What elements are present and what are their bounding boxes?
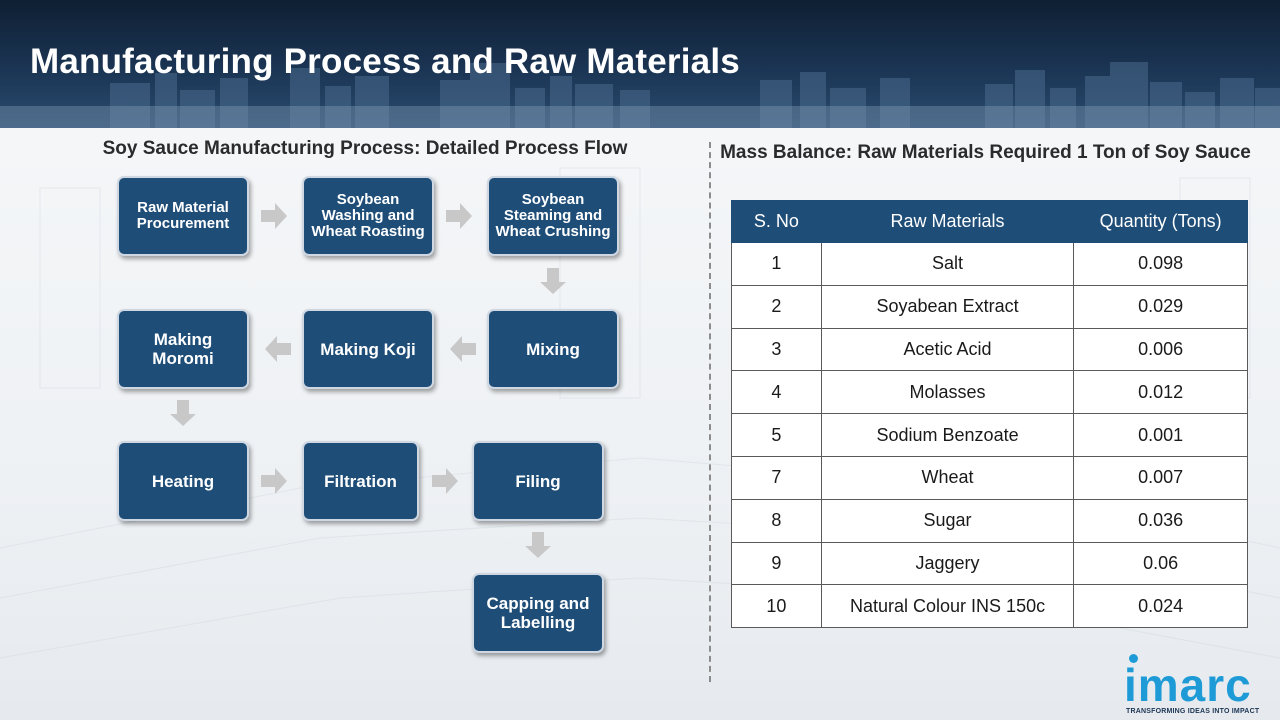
cell-quantity: 0.06 xyxy=(1073,541,1248,586)
arrow-down-icon xyxy=(168,398,198,428)
table-header-row: S. No Raw Materials Quantity (Tons) xyxy=(731,200,1248,243)
cell-sno: 10 xyxy=(731,584,822,629)
cell-sno: 8 xyxy=(731,498,822,543)
step-capping-labelling: Capping and Labelling xyxy=(472,573,604,653)
table-row: 4 Molasses 0.012 xyxy=(731,370,1248,415)
step-filing: Filing xyxy=(472,441,604,521)
arrow-left-icon xyxy=(263,334,293,364)
step-heating: Heating xyxy=(117,441,249,521)
imarc-logo: imarc TRANSFORMING IDEAS INTO IMPACT xyxy=(1124,650,1274,718)
logo-wordmark: imarc xyxy=(1124,659,1252,711)
cell-quantity: 0.012 xyxy=(1073,370,1248,415)
arrow-right-icon xyxy=(259,201,289,231)
cell-sno: 7 xyxy=(731,455,822,500)
step-filtration: Filtration xyxy=(302,441,419,521)
header-quantity: Quantity (Tons) xyxy=(1073,200,1248,243)
arrow-right-icon xyxy=(444,201,474,231)
cell-quantity: 0.098 xyxy=(1073,242,1248,286)
mass-balance-table: S. No Raw Materials Quantity (Tons) 1 Sa… xyxy=(731,200,1248,629)
table-row: 2 Soyabean Extract 0.029 xyxy=(731,284,1248,329)
header-raw-materials: Raw Materials xyxy=(820,200,1075,243)
cell-sno: 3 xyxy=(731,327,822,372)
table-row: 3 Acetic Acid 0.006 xyxy=(731,327,1248,372)
step-soybean-steaming: Soybean Steaming and Wheat Crushing xyxy=(487,176,619,256)
page-title: Manufacturing Process and Raw Materials xyxy=(30,42,740,81)
cell-sno: 9 xyxy=(731,541,822,586)
cell-material: Soyabean Extract xyxy=(820,284,1075,329)
cell-quantity: 0.001 xyxy=(1073,413,1248,457)
arrow-down-icon xyxy=(523,530,553,560)
logo-dot-icon xyxy=(1129,654,1138,663)
cell-material: Molasses xyxy=(820,370,1075,415)
cell-material: Natural Colour INS 150c xyxy=(820,584,1075,629)
cell-material: Jaggery xyxy=(820,541,1075,586)
arrow-left-icon xyxy=(448,334,478,364)
header-banner: Manufacturing Process and Raw Materials xyxy=(0,0,1280,128)
skyline-graphic xyxy=(0,62,1280,128)
cell-material: Wheat xyxy=(820,455,1075,500)
cell-quantity: 0.007 xyxy=(1073,455,1248,500)
cell-material: Sugar xyxy=(820,498,1075,543)
cell-material: Salt xyxy=(820,242,1075,286)
table-row: 8 Sugar 0.036 xyxy=(731,498,1248,543)
cell-sno: 5 xyxy=(731,413,822,457)
table-row: 10 Natural Colour INS 150c 0.024 xyxy=(731,584,1248,629)
cell-quantity: 0.029 xyxy=(1073,284,1248,329)
cell-sno: 4 xyxy=(731,370,822,415)
cell-material: Acetic Acid xyxy=(820,327,1075,372)
arrow-down-icon xyxy=(538,266,568,296)
table-row: 1 Salt 0.098 xyxy=(731,242,1248,286)
cell-sno: 2 xyxy=(731,284,822,329)
arrow-right-icon xyxy=(259,466,289,496)
step-making-moromi: Making Moromi xyxy=(117,309,249,389)
table-row: 7 Wheat 0.007 xyxy=(731,455,1248,500)
step-soybean-washing: Soybean Washing and Wheat Roasting xyxy=(302,176,434,256)
process-flow-heading: Soy Sauce Manufacturing Process: Detaile… xyxy=(102,138,628,159)
header-sno: S. No xyxy=(731,200,822,243)
step-mixing: Mixing xyxy=(487,309,619,389)
cell-material: Sodium Benzoate xyxy=(820,413,1075,457)
cell-sno: 1 xyxy=(731,242,822,286)
cell-quantity: 0.006 xyxy=(1073,327,1248,372)
mass-balance-heading: Mass Balance: Raw Materials Required 1 T… xyxy=(720,142,1251,163)
cell-quantity: 0.024 xyxy=(1073,584,1248,629)
table-row: 9 Jaggery 0.06 xyxy=(731,541,1248,586)
cell-quantity: 0.036 xyxy=(1073,498,1248,543)
section-divider xyxy=(709,142,711,682)
step-making-koji: Making Koji xyxy=(302,309,434,389)
table-row: 5 Sodium Benzoate 0.001 xyxy=(731,413,1248,457)
arrow-right-icon xyxy=(430,466,460,496)
step-raw-material-procurement: Raw Material Procurement xyxy=(117,176,249,256)
logo-tagline: TRANSFORMING IDEAS INTO IMPACT xyxy=(1126,708,1260,715)
